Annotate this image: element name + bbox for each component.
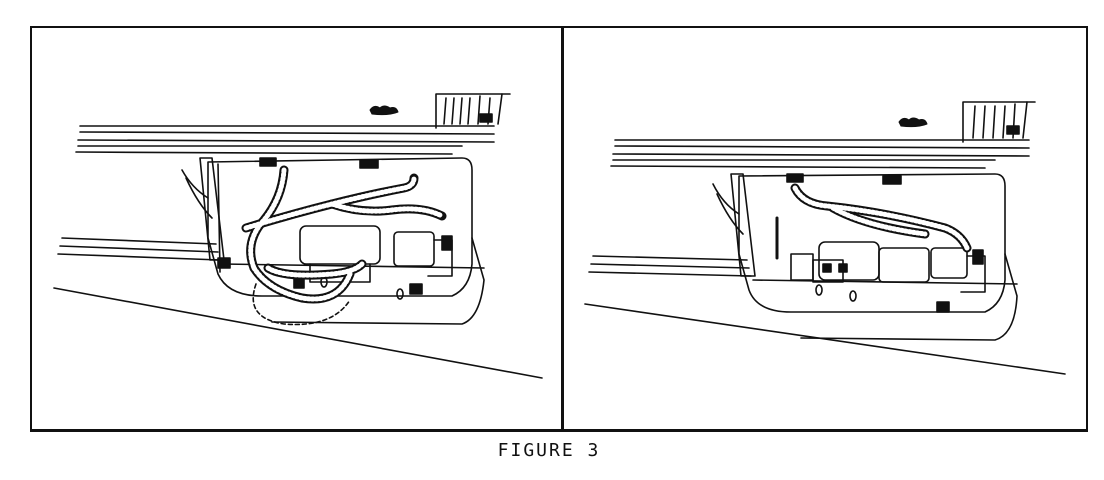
mechanism	[790, 241, 986, 313]
wiring-harness-texture	[243, 167, 445, 302]
lower-body-lines	[53, 237, 543, 379]
wiring-harness-texture	[792, 185, 970, 251]
access-opening	[738, 173, 1006, 313]
brace-post	[730, 173, 756, 277]
emblem	[898, 117, 928, 128]
harness-loop-outline	[252, 283, 351, 326]
vertical-slats	[962, 101, 1036, 143]
access-opening	[207, 157, 473, 297]
figure-frame	[30, 26, 1088, 432]
vertical-slats	[435, 93, 511, 129]
mechanism	[217, 225, 453, 300]
wiring-harness	[241, 165, 447, 304]
panel-divider	[561, 26, 564, 432]
wiring-harness	[790, 183, 972, 253]
illustration-panel-left	[53, 93, 543, 379]
figure-caption: FIGURE 3	[497, 440, 601, 461]
top-rails	[75, 125, 495, 155]
emblem	[369, 105, 399, 116]
top-rails	[610, 139, 1030, 169]
illustration-panel-right	[584, 101, 1066, 375]
